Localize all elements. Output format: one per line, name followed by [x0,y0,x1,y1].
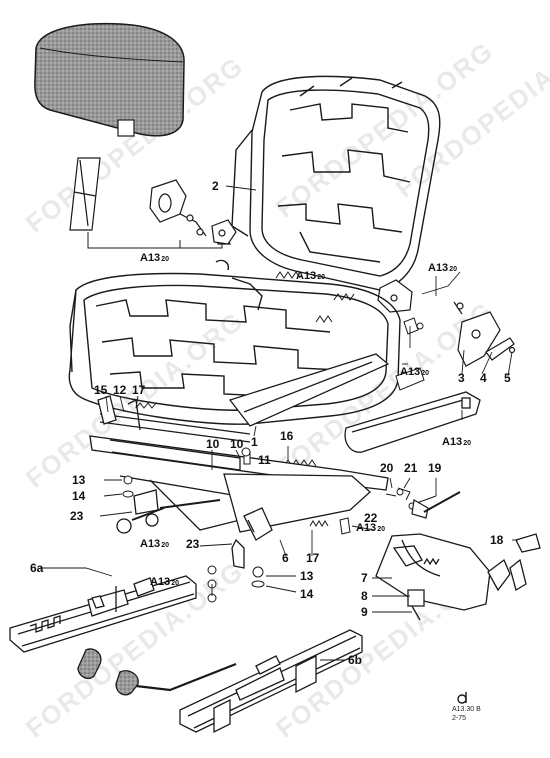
recliner-hinge [211,219,413,313]
callout-7: 7 [361,571,368,585]
adjuster-assembly [375,533,541,621]
callout-15: 15 [94,383,108,397]
ref-label: A1320 [140,252,169,264]
drawing-date: 2-75 [452,715,467,722]
ref-label: A1320 [400,366,429,378]
seat-side-panel [228,353,390,427]
headrest-post [69,119,135,231]
callout-10: 10 [206,437,220,451]
callout-21: 21 [404,461,418,475]
callout-19: 19 [428,461,442,475]
seat-mechanism [89,395,389,569]
hinge-bracket [453,301,516,367]
seat-frame [68,259,401,425]
side-trim-strip [344,391,481,453]
callout-11: 11 [258,453,271,467]
callout-3: 3 [458,371,465,385]
callout-5: 5 [504,371,511,385]
callout-22: 22 [364,511,378,525]
seat-rail-left [9,575,197,653]
callout-23: 23 [70,509,84,523]
ref-label: A1320 [140,538,169,550]
headrest [34,22,185,137]
callout-14b: 14 [300,587,314,601]
callout-6b: 6b [348,653,363,667]
seat-back-frame [231,75,441,291]
callout-17: 17 [132,383,146,397]
ref-label: A1320 [296,270,325,282]
ref-label: A1320 [356,522,385,534]
callout-6a: 6a [30,561,44,575]
callout-13: 13 [72,473,86,487]
release-lever [77,648,237,696]
seat-rail-right [179,629,363,734]
callout-16: 16 [280,429,294,443]
callout-23b: 23 [186,537,200,551]
callout-9: 9 [361,605,368,619]
callout-17b: 17 [306,551,320,565]
leader-lines [40,185,518,661]
callout-4: 4 [480,371,487,385]
bolt [411,491,461,519]
callout-2: 2 [212,179,219,193]
callout-20: 20 [380,461,394,475]
ref-label: A1320 [428,262,457,274]
callout-14: 14 [72,489,86,503]
callout-6: 6 [282,551,289,565]
ref-label: A1320 [150,576,179,588]
callout-1: 1 [251,435,258,449]
callout-10b: 10 [230,437,244,451]
washers [122,447,265,603]
callout-13b: 13 [300,569,314,583]
callout-18: 18 [490,533,504,547]
drawing-code: A13.30 B [452,706,481,713]
callout-8: 8 [361,589,368,603]
ref-logo [457,692,467,704]
callout-12: 12 [113,383,127,397]
ref-label: A1320 [442,436,471,448]
